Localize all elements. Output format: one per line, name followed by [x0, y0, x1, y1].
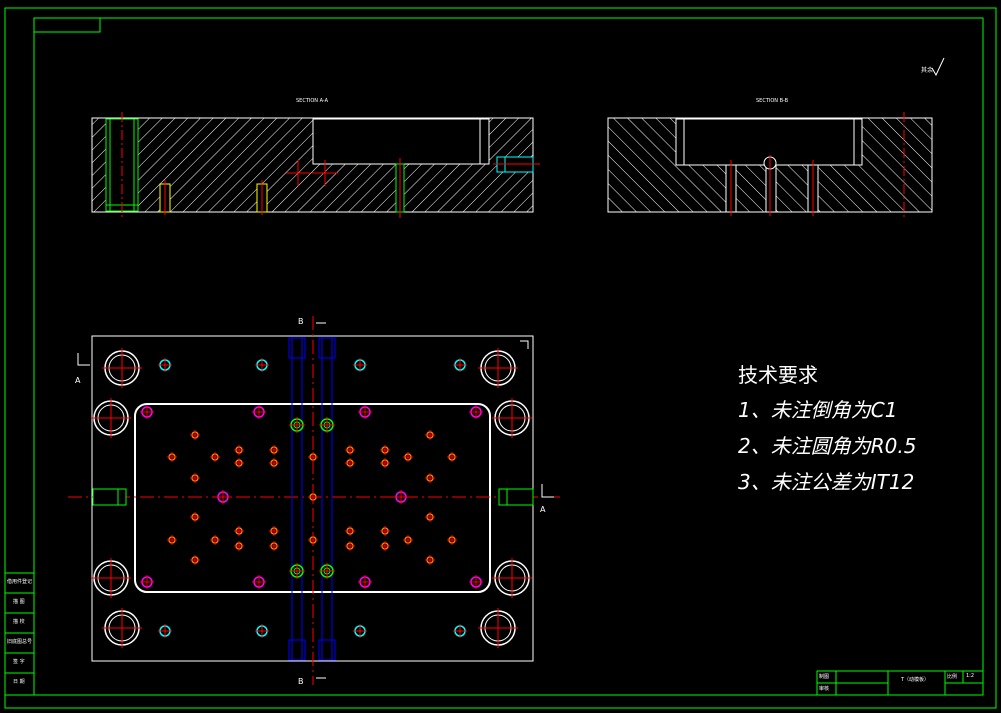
tech-requirements-heading: 技术要求: [738, 363, 818, 387]
return-pin-centerline: [252, 575, 266, 589]
plan-view: [68, 316, 560, 685]
guide-centerline: [91, 398, 131, 438]
return-pin-centerline: [358, 575, 372, 589]
ejector-centerline: [190, 512, 200, 522]
return-pin-centerline: [394, 490, 408, 504]
screw-centerline: [255, 624, 269, 638]
bushing-centerline: [289, 563, 305, 579]
screw-centerline: [158, 624, 172, 638]
ejector-centerline: [425, 430, 435, 440]
return-pin-centerline: [469, 405, 483, 419]
ejector-centerline: [190, 430, 200, 440]
ejector-centerline: [308, 452, 318, 462]
ejector-centerline: [380, 458, 390, 468]
return-pin-centerline: [216, 490, 230, 504]
ejector-centerline: [380, 526, 390, 536]
return-pin-centerline: [469, 575, 483, 589]
ejector-centerline: [190, 473, 200, 483]
left-col-label-1: 借用件登记: [7, 579, 33, 585]
ejector-centerline: [403, 452, 413, 462]
bushing-centerline: [289, 417, 305, 433]
ejector-centerline: [345, 445, 355, 455]
left-col-label-3: 描 校: [13, 619, 25, 625]
ejector-centerline: [167, 535, 177, 545]
left-col-label-4: 旧底图总号: [7, 639, 33, 645]
section-marker-a-left: A: [75, 376, 81, 385]
ejector-centerline: [234, 541, 244, 551]
guide-centerline: [102, 608, 142, 648]
tech-requirement-1: 1、未注倒角为C1: [738, 398, 898, 422]
ejector-centerline: [210, 535, 220, 545]
guide-centerline: [102, 348, 142, 388]
tech-requirement-3: 3、未注公差为IT12: [738, 470, 915, 494]
bushing-centerline: [319, 417, 335, 433]
section-marker-a-right: A: [540, 505, 546, 514]
ejector-centerline: [210, 452, 220, 462]
title-scale-value: 1:2: [966, 673, 975, 679]
ejector-centerline: [425, 555, 435, 565]
inner-border: [33, 17, 984, 696]
ejector-centerline: [234, 445, 244, 455]
ejector-centerline: [345, 541, 355, 551]
section-a-a: [91, 112, 540, 218]
roughness-label: 其余: [921, 67, 934, 74]
ejector-centerline: [308, 492, 318, 502]
left-column-table: [4, 572, 35, 696]
guide-centerline: [478, 608, 518, 648]
ejector-centerline: [234, 458, 244, 468]
ejector-centerline: [269, 526, 279, 536]
ejector-centerline: [425, 473, 435, 483]
ejector-centerline: [234, 526, 244, 536]
left-col-label-2: 描 图: [13, 599, 25, 605]
screw-centerline: [453, 624, 467, 638]
ejector-centerline: [190, 555, 200, 565]
ejector-centerline: [308, 535, 318, 545]
guide-centerline: [478, 348, 518, 388]
screw-centerline: [453, 358, 467, 372]
technical-requirements: 技术要求 1、未注倒角为C1 2、未注圆角为R0.5 3、未注公差为IT12: [738, 360, 916, 500]
guide-centerline: [492, 558, 532, 598]
section-marker-b-top: B: [298, 317, 304, 326]
ejector-centerline: [380, 541, 390, 551]
section-b-b-title: SECTION B-B: [756, 98, 789, 104]
corner-code-box: [33, 17, 101, 33]
return-pin-centerline: [140, 575, 154, 589]
tech-requirement-2: 2、未注圆角为R0.5: [738, 434, 917, 458]
ejector-centerline: [269, 458, 279, 468]
bushing-centerline: [319, 563, 335, 579]
title-checked-label: 审核: [819, 686, 830, 692]
return-pin-centerline: [140, 405, 154, 419]
left-col-label-5: 签 字: [13, 659, 25, 665]
roughness-symbol: [931, 57, 945, 77]
ejector-centerline: [345, 458, 355, 468]
ejector-centerline: [167, 452, 177, 462]
section-b-b: [607, 112, 933, 218]
outer-border: [4, 7, 997, 709]
ejector-centerline: [425, 512, 435, 522]
ejector-centerline: [269, 445, 279, 455]
guide-centerline: [492, 398, 532, 438]
ejector-centerline: [345, 526, 355, 536]
left-col-label-6: 日 期: [13, 679, 25, 685]
guide-centerline: [91, 558, 131, 598]
plan-holes: [91, 348, 532, 648]
title-scale-label: 比例: [947, 674, 958, 680]
title-part-name: T（动模板）: [901, 677, 930, 683]
screw-centerline: [353, 358, 367, 372]
return-pin-centerline: [252, 405, 266, 419]
return-pin-centerline: [358, 405, 372, 419]
section-marker-b-bottom: B: [298, 677, 304, 686]
title-drawn-label: 制图: [819, 674, 830, 680]
ejector-centerline: [403, 535, 413, 545]
ejector-centerline: [447, 535, 457, 545]
section-a-a-title: SECTION A-A: [296, 98, 329, 104]
ejector-centerline: [380, 445, 390, 455]
screw-centerline: [255, 358, 269, 372]
ejector-centerline: [269, 541, 279, 551]
screw-centerline: [158, 358, 172, 372]
screw-centerline: [353, 624, 367, 638]
ejector-centerline: [447, 452, 457, 462]
